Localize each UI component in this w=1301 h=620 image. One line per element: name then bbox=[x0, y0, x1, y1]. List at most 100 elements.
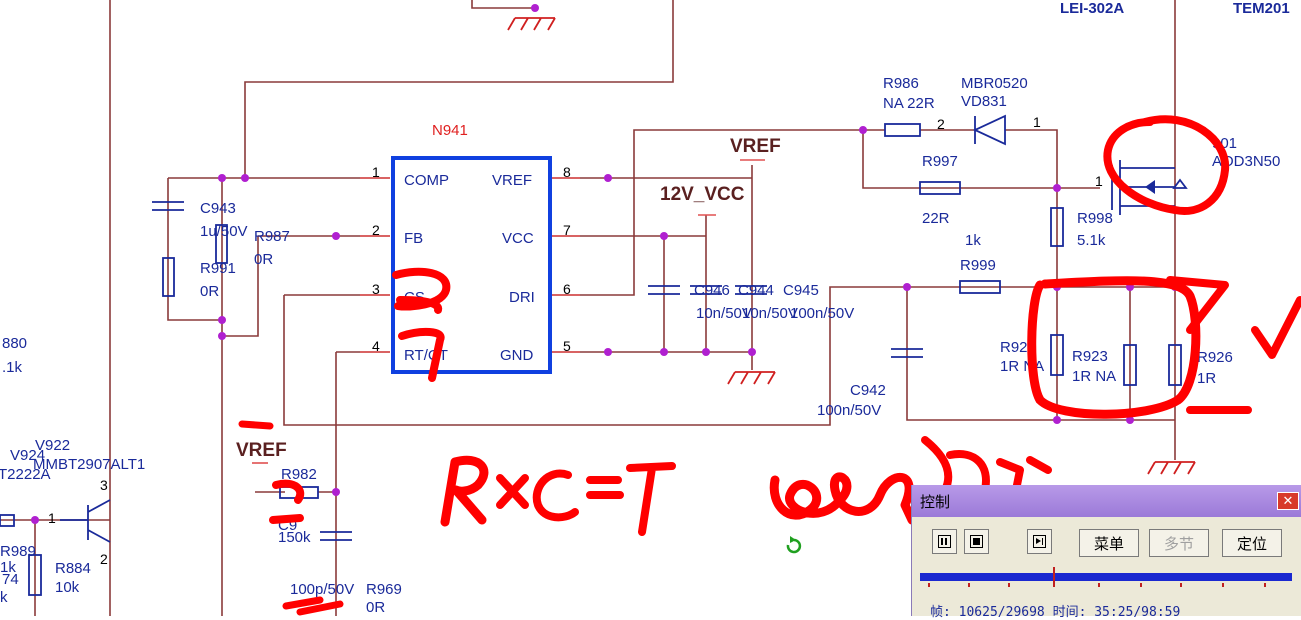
pin-vcc: VCC bbox=[502, 230, 534, 247]
label-r884-val: 10k bbox=[55, 579, 80, 596]
menu-button[interactable]: 菜单 bbox=[1079, 529, 1139, 557]
label-c944: C944 bbox=[738, 282, 774, 299]
progress-tick bbox=[1098, 583, 1100, 587]
label-r987-val: 0R bbox=[254, 251, 273, 268]
pin-num-6: 6 bbox=[563, 281, 571, 297]
playback-status: 帧: 10625/29698 时间: 35:25/98:59 bbox=[930, 605, 1181, 620]
label-q-pin1: 1 bbox=[48, 510, 56, 526]
progress-thumb[interactable] bbox=[1053, 567, 1055, 585]
label-r926: R926 bbox=[1197, 349, 1233, 366]
label-r987: R987 bbox=[254, 228, 290, 245]
control-panel[interactable]: 控制 ✕ 菜单 多节 定位 帧: 10625/29698 时间: 35:25/9… bbox=[911, 485, 1301, 620]
label-m-pin1: 1 bbox=[1095, 173, 1103, 189]
pin-num-2: 2 bbox=[372, 222, 380, 238]
label-r998: R998 bbox=[1077, 210, 1113, 227]
progress-tick bbox=[1222, 583, 1224, 587]
pin-dri: DRI bbox=[509, 289, 535, 306]
pin-num-5: 5 bbox=[563, 338, 571, 354]
refresh-icon[interactable] bbox=[786, 536, 802, 554]
progress-tick bbox=[1264, 583, 1266, 587]
label-q-pin3: 3 bbox=[100, 477, 108, 493]
label-r989-val: 1k bbox=[0, 559, 16, 576]
progress-tick bbox=[928, 583, 930, 587]
label-c943: C943 bbox=[200, 200, 236, 217]
control-buttons: 菜单 多节 定位 bbox=[932, 529, 1301, 557]
label-r880: 880 bbox=[2, 335, 27, 352]
label-r884: R884 bbox=[55, 560, 91, 577]
progress-tick bbox=[1140, 583, 1142, 587]
pin-fb: FB bbox=[404, 230, 423, 247]
pin-num-4: 4 bbox=[372, 338, 380, 354]
pin-gnd: GND bbox=[500, 347, 534, 364]
label-r998-val: 5.1k bbox=[1077, 232, 1106, 249]
label-r880-val: .1k bbox=[2, 359, 23, 376]
locate-button[interactable]: 定位 bbox=[1222, 529, 1282, 557]
label-r986-val: NA 22R bbox=[883, 95, 935, 112]
progress-tick bbox=[968, 583, 970, 587]
label-mbr0520: MBR0520 bbox=[961, 75, 1028, 92]
label-r991: R991 bbox=[200, 260, 236, 277]
label-t2222a: T2222A bbox=[0, 466, 51, 483]
multi-section-button[interactable]: 多节 bbox=[1149, 529, 1209, 557]
label-c942: C942 bbox=[850, 382, 886, 399]
label-r997: R997 bbox=[922, 153, 958, 170]
handwritten-annotations bbox=[238, 115, 1301, 616]
ic-n941[interactable]: N941 COMP FB CS RT/CT VREF VCC DRI GND 1… bbox=[372, 122, 571, 374]
label-d-pin2: 2 bbox=[937, 116, 945, 132]
label-lei302a: LEI-302A bbox=[1060, 0, 1124, 17]
label-r982-val: 150k bbox=[278, 529, 311, 546]
control-panel-title: 控制 bbox=[920, 492, 951, 511]
pause-icon[interactable] bbox=[932, 529, 957, 554]
pin-num-8: 8 bbox=[563, 164, 571, 180]
label-r974: 74 bbox=[2, 571, 19, 588]
close-icon[interactable]: ✕ bbox=[1277, 492, 1299, 510]
ground-symbols bbox=[507, 17, 1196, 475]
label-r969-val: 0R bbox=[366, 599, 385, 616]
net-12v-vcc: 12V_VCC bbox=[660, 184, 745, 205]
pin-vref: VREF bbox=[492, 172, 532, 189]
label-r926-val: 1R bbox=[1197, 370, 1216, 387]
net-vref-left: VREF bbox=[236, 440, 287, 461]
ic-ref: N941 bbox=[432, 122, 468, 139]
label-c945: C945 bbox=[783, 282, 819, 299]
progress-tick bbox=[1008, 583, 1010, 587]
progress-tick bbox=[1053, 583, 1055, 587]
label-c943-val: 1u/50V bbox=[200, 223, 248, 240]
label-mmbt2907: MMBT2907ALT1 bbox=[33, 456, 145, 473]
label-r986: R986 bbox=[883, 75, 919, 92]
step-icon[interactable] bbox=[1027, 529, 1052, 554]
label-r999-val: 1k bbox=[965, 232, 981, 249]
label-c946-val: 10n/50V bbox=[696, 305, 752, 322]
pin-num-7: 7 bbox=[563, 222, 571, 238]
label-q-pin2: 2 bbox=[100, 551, 108, 567]
label-r997-val: 22R bbox=[922, 210, 950, 227]
label-r969: R969 bbox=[366, 581, 402, 598]
label-r974-k: k bbox=[0, 589, 8, 606]
pin-num-3: 3 bbox=[372, 281, 380, 297]
label-v924: V924 bbox=[10, 447, 45, 464]
label-r999: R999 bbox=[960, 257, 996, 274]
label-r922: R92 bbox=[1000, 339, 1028, 356]
label-c946: C946 bbox=[694, 282, 730, 299]
label-v922: V922 bbox=[35, 437, 70, 454]
label-c942-val: 100n/50V bbox=[817, 402, 881, 419]
label-r923: R923 bbox=[1072, 348, 1108, 365]
label-c944-val: 10n/50V bbox=[742, 305, 798, 322]
label-d-pin1: 1 bbox=[1033, 114, 1041, 130]
net-vref-top: VREF bbox=[730, 136, 781, 157]
pin-num-1: 1 bbox=[372, 164, 380, 180]
label-tem201: TEM201 bbox=[1233, 0, 1290, 17]
label-c945-val: 100n/50V bbox=[790, 305, 854, 322]
label-vd831: VD831 bbox=[961, 93, 1007, 110]
control-panel-titlebar[interactable]: 控制 ✕ bbox=[912, 485, 1301, 517]
label-r989: R989 bbox=[0, 543, 36, 560]
stop-icon[interactable] bbox=[964, 529, 989, 554]
pin-comp: COMP bbox=[404, 172, 449, 189]
label-r991-val: 0R bbox=[200, 283, 219, 300]
progress-tick bbox=[1180, 583, 1182, 587]
progress-bar[interactable] bbox=[920, 573, 1292, 581]
label-r982: R982 bbox=[281, 466, 317, 483]
label-r923-val: 1R NA bbox=[1072, 368, 1116, 385]
